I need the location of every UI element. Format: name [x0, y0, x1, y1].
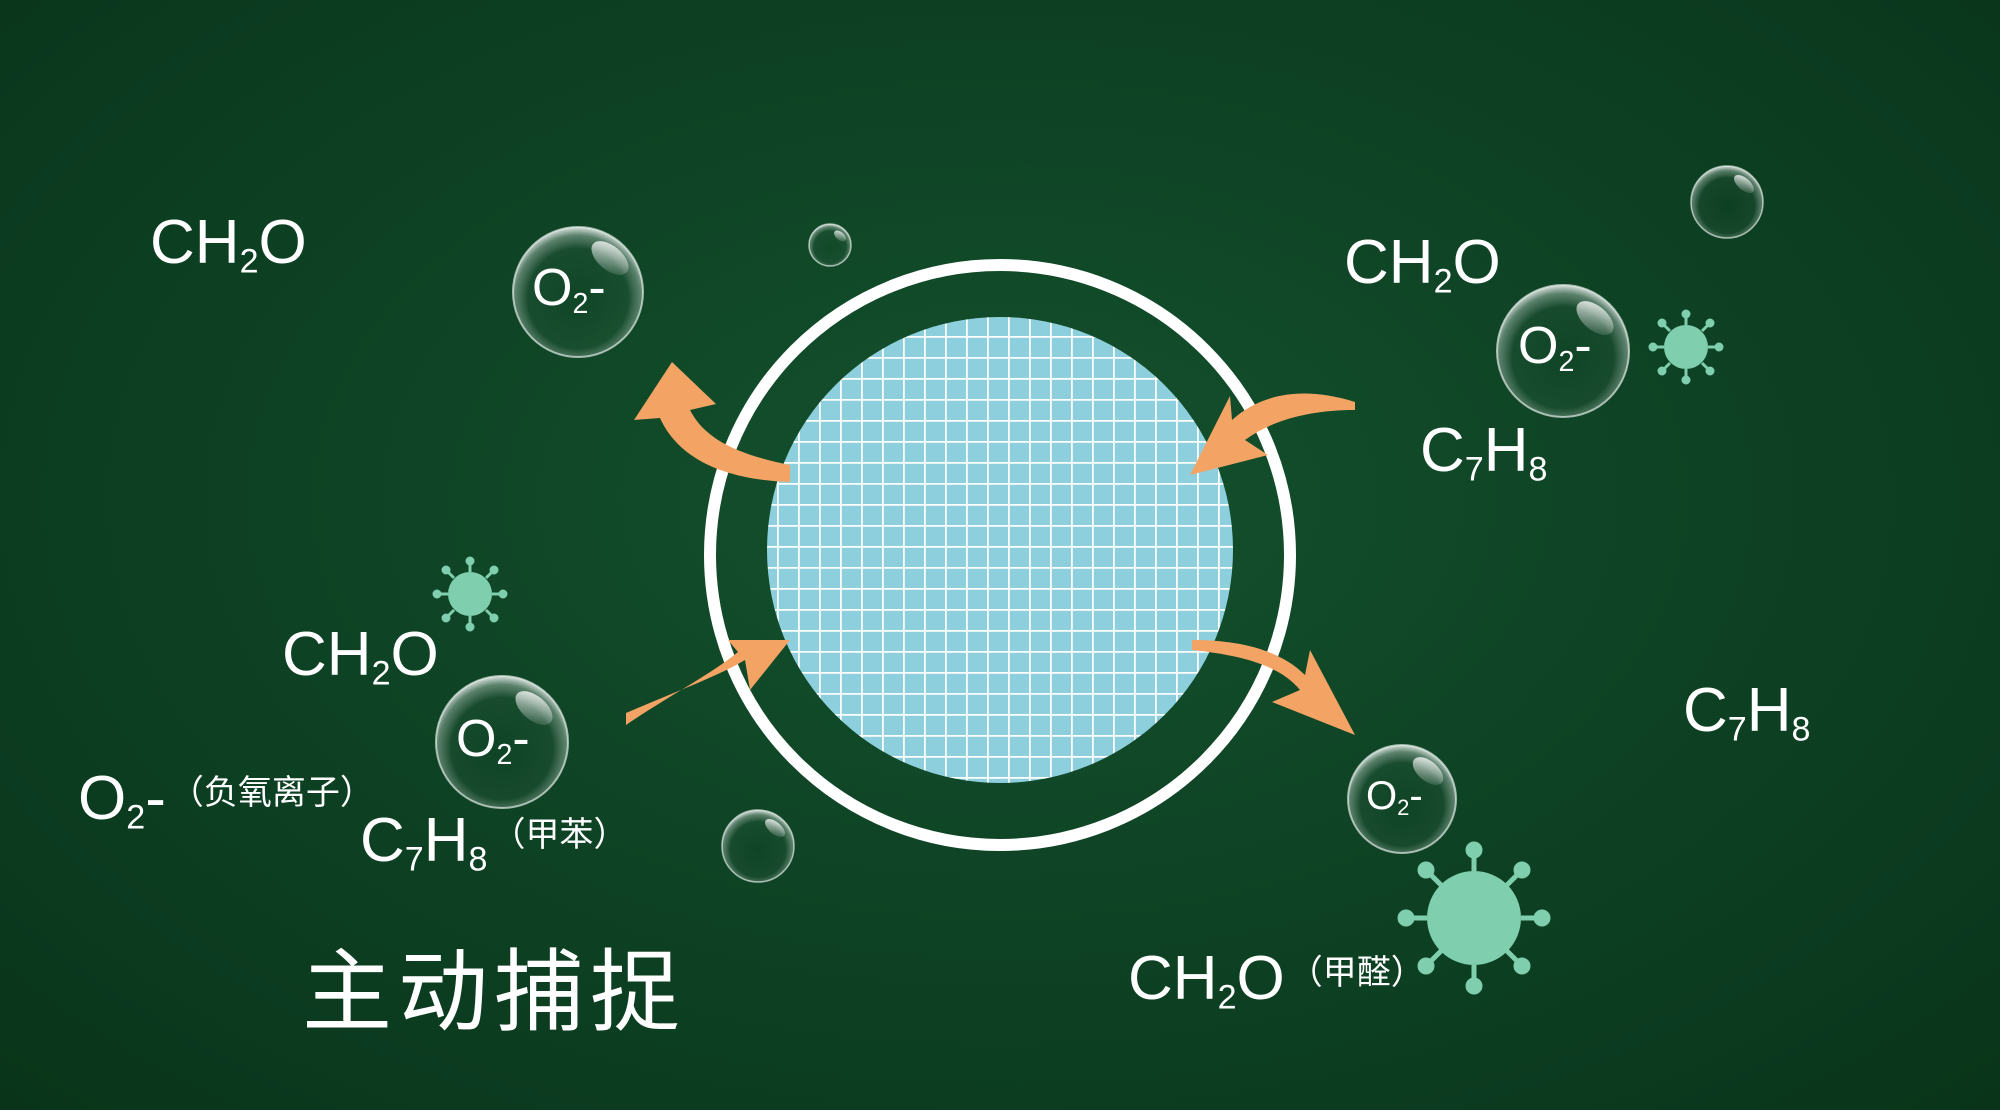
arrow-icon-bottom-left: [626, 640, 790, 725]
bubble-icon-mid-left: [435, 675, 569, 809]
formula-ch2o-right-top: CH2O: [1344, 228, 1501, 301]
virus-icon-large: [1397, 841, 1551, 995]
arrow-icon-top-right: [1190, 393, 1355, 475]
bubble-icon-far-right: [1690, 165, 1764, 239]
bubble-label-top-right: O2-: [1518, 317, 1592, 378]
bubble-icon-small-top: [808, 223, 852, 267]
legend-c7h8: C7H8（甲苯）: [360, 806, 628, 879]
bubble-icon-bottom-center: [721, 809, 795, 883]
formula-ch2o-left-top: CH2O: [150, 208, 307, 281]
virus-icon-left: [432, 556, 508, 632]
virus-icon-right: [1648, 309, 1724, 385]
bubble-icon-top-left: [512, 226, 644, 358]
formula-c7h8-right-mid: C7H8: [1683, 676, 1811, 749]
formula-c7h8-right-top: C7H8: [1420, 416, 1548, 489]
formula-ch2o-left-mid: CH2O: [282, 620, 439, 693]
arrow-icon-bottom-right: [1192, 640, 1355, 735]
diagram-title: 主动捕捉: [302, 940, 686, 1045]
arrow-icon-top-left: [634, 362, 790, 482]
bubble-label-bottom-right: O2-: [1366, 774, 1423, 821]
filter-mesh-icon: [767, 317, 1233, 783]
outer-ring: [704, 259, 1296, 851]
bubble-label-mid-left: O2-: [456, 710, 530, 771]
legend-o2: O2-（负氧离子）: [78, 764, 374, 837]
bubble-icon-bottom-right: [1347, 744, 1457, 854]
formula-ch2o-bottom: CH2O（甲醛）: [1128, 944, 1425, 1017]
bubble-label-top-left: O2-: [532, 259, 606, 320]
bubble-icon-top-right: [1496, 284, 1630, 418]
